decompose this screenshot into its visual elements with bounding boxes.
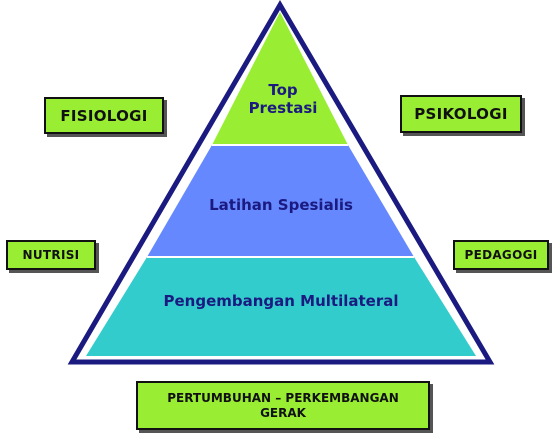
pyramid-tier-top [212,12,348,145]
base-box-line1: PERTUMBUHAN – PERKEMBANGAN [167,390,399,405]
tier-bottom-label: Pengembangan Multilateral [163,292,398,310]
pyramid-tier-bottom [86,257,476,356]
pyramid-tier-middle [147,145,414,257]
nutrisi-box: NUTRISI [6,240,96,270]
pertumbuhan-perkembangan-box: PERTUMBUHAN – PERKEMBANGAN GERAK [136,381,430,430]
tier-middle-label: Latihan Spesialis [209,196,353,214]
psikologi-box: PSIKOLOGI [400,95,522,133]
pedagogi-box: PEDAGOGI [453,240,549,270]
fisiologi-box: FISIOLOGI [44,97,164,134]
tier-top-label-line2: Prestasi [249,99,318,117]
tier-top-label-line1: Top [268,81,298,99]
pyramid-outline [67,0,495,365]
base-box-line2: GERAK [260,405,306,420]
